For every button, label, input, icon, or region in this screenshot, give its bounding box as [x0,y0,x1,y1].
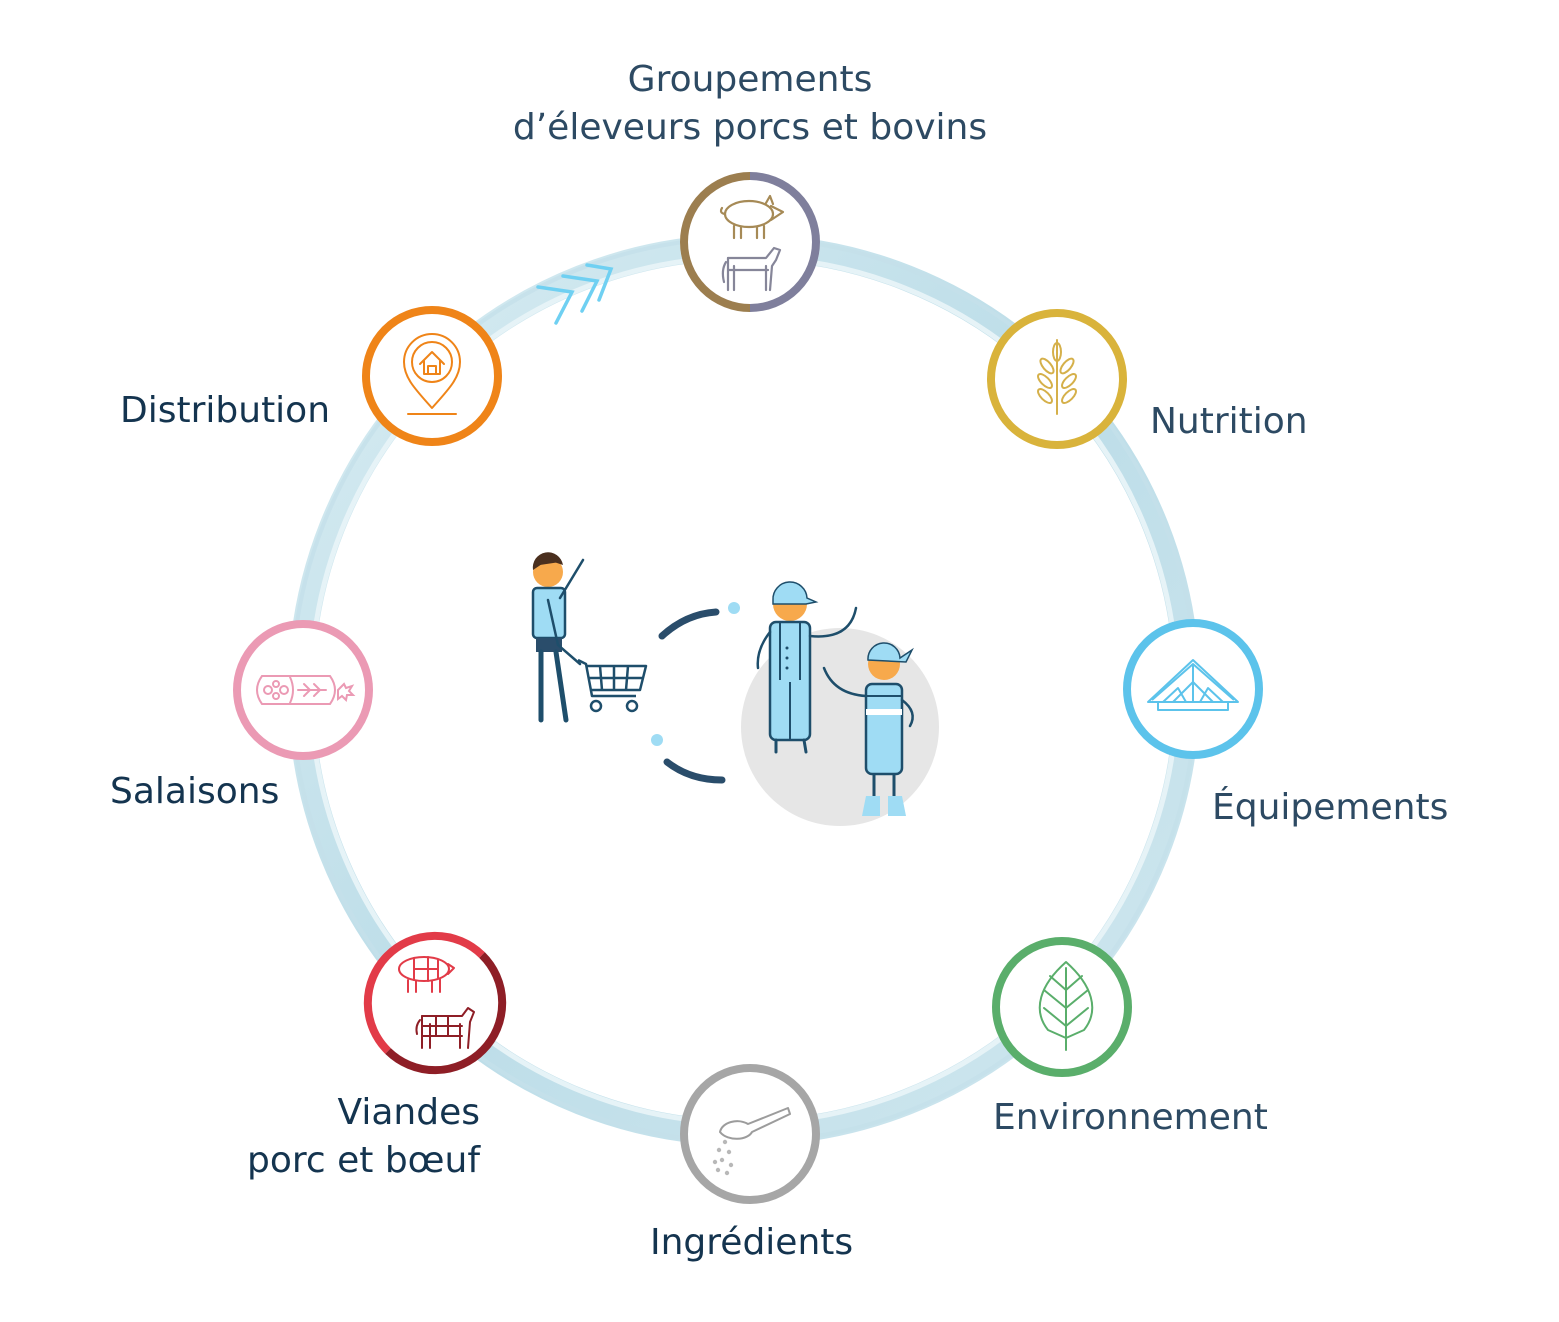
label-viandes-line-2: porc et bœuf [247,1140,480,1181]
environnement-node [992,937,1132,1077]
shopper-with-cart-icon [531,552,648,723]
sausage-icon [256,675,356,705]
farmers-icon [756,581,914,816]
center-illustration [531,552,939,826]
label-groupements-line-2: d’éleveurs porcs et bovins [512,107,988,148]
label-groupements-line-1: Groupements [627,59,873,100]
label-distribution: Distribution [120,387,330,435]
label-distribution-text: Distribution [120,390,331,431]
building-frame-icon [1147,659,1239,711]
distribution-node [362,306,502,446]
exchange-arcs [658,608,726,784]
label-nutrition-text: Nutrition [1150,401,1308,442]
equipements-node [1123,619,1263,759]
ingredients-node [680,1064,820,1204]
label-groupements: Groupements d’éleveurs porcs et bovins [500,56,1000,152]
label-viandes: Viandes porc et bœuf [230,1089,480,1185]
salaisons-node [233,620,373,760]
label-salaisons-text: Salaisons [110,771,280,812]
label-environnement-text: Environnement [993,1097,1268,1138]
label-viandes-line-1: Viandes [337,1092,480,1133]
store-location-icon [403,333,461,415]
pig-cow-icon [719,194,785,292]
viandes-node [363,931,507,1075]
label-salaisons: Salaisons [110,768,279,816]
label-ingredients-text: Ingrédients [650,1222,854,1263]
label-nutrition: Nutrition [1150,398,1308,446]
nutrition-node [987,309,1127,449]
chevron-arrows-icon [536,263,614,325]
label-ingredients: Ingrédients [650,1219,853,1267]
wheat-icon [1037,339,1077,415]
groupements-node [680,172,820,312]
label-equipements-text: Équipements [1212,787,1449,828]
spoon-powder-icon [712,1107,791,1176]
label-equipements: Équipements [1212,784,1448,832]
meat-cuts-icon [398,956,475,1049]
leaf-icon [1038,961,1094,1051]
label-environnement: Environnement [993,1094,1268,1142]
